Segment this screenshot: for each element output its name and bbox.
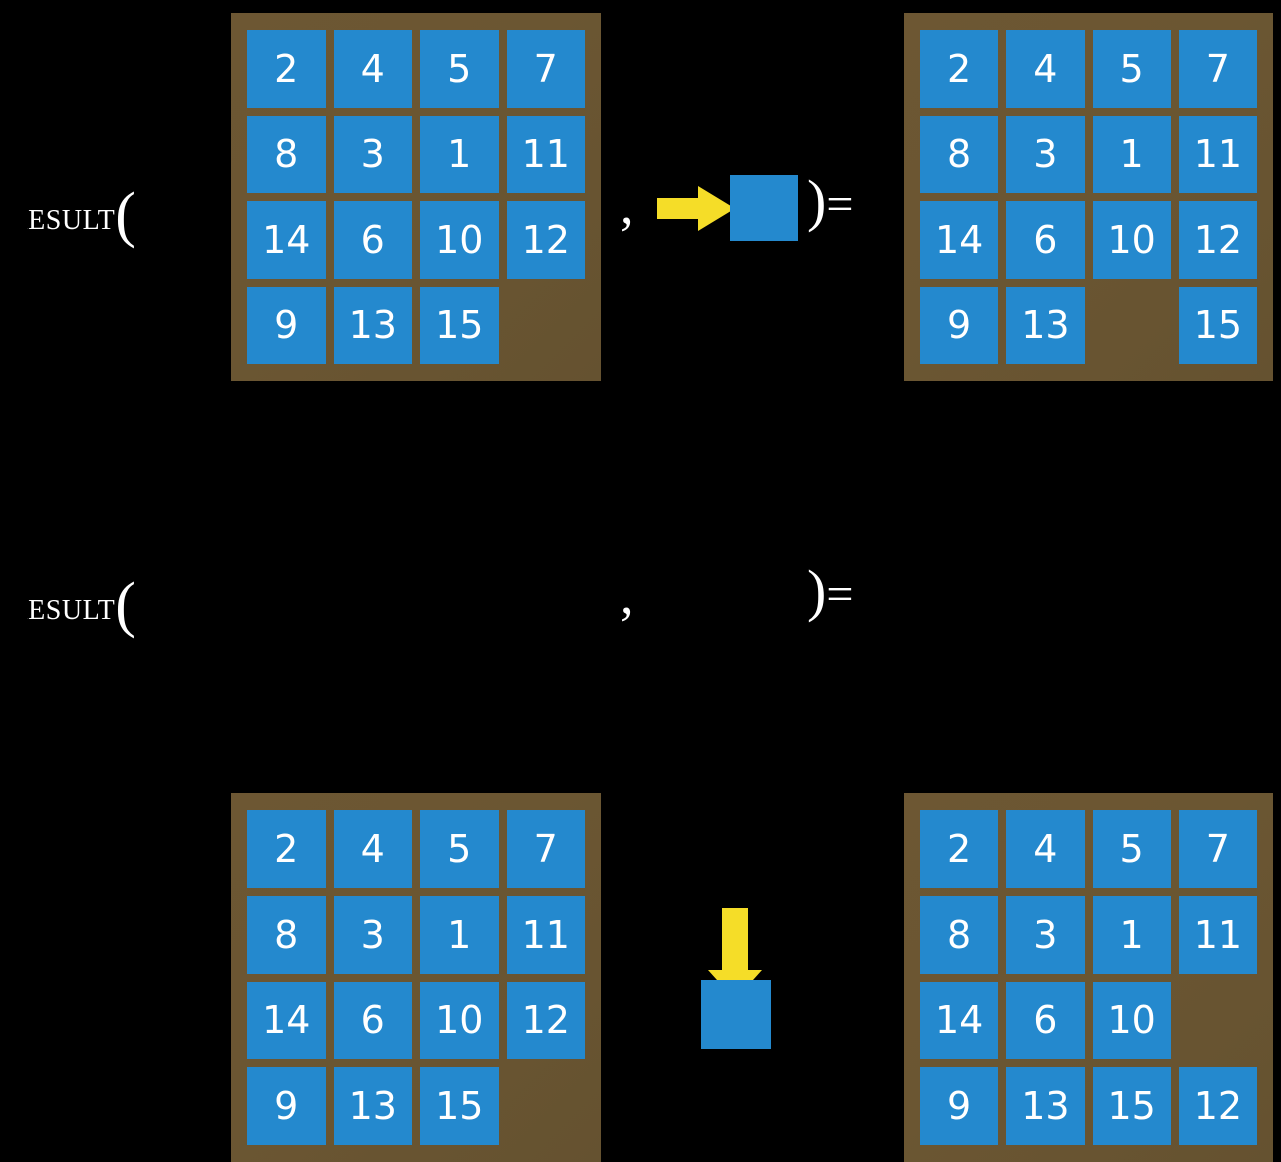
close-paren: ) [807,168,827,233]
tile[interactable]: 3 [333,115,412,193]
tile[interactable]: 8 [247,115,326,193]
tile[interactable]: 11 [1178,115,1257,193]
tile[interactable]: 1 [420,115,499,193]
output-board-top[interactable]: 2 4 5 7 8 3 1 11 14 6 10 12 9 13 15 [904,13,1273,381]
tile[interactable]: 7 [506,30,585,108]
tile[interactable]: 3 [1006,115,1085,193]
tile[interactable]: 3 [333,895,412,974]
tile[interactable]: 7 [1178,810,1257,888]
tile[interactable]: 15 [1178,286,1257,364]
operator-slide-right [650,165,810,255]
tile[interactable]: 9 [247,1067,326,1145]
tile[interactable]: 6 [1006,981,1085,1060]
tile[interactable]: 8 [247,895,326,974]
operator-blank-tile [701,980,771,1049]
operator-slide-down [690,895,800,1060]
empty-slot [1179,982,1257,1060]
tile[interactable]: 2 [247,30,326,108]
close-paren-equals: )= [807,172,853,230]
tile[interactable]: 15 [420,286,499,364]
tile[interactable]: 9 [247,286,326,364]
tile[interactable]: 7 [1178,30,1257,108]
tile[interactable]: 13 [1006,286,1085,364]
tile[interactable]: 15 [1092,1067,1171,1145]
result-label-open-paren: ( [115,571,137,639]
tile[interactable]: 14 [247,201,326,279]
tile[interactable]: 1 [1092,895,1171,974]
tile[interactable]: 12 [506,981,585,1060]
tile[interactable]: 12 [506,201,585,279]
tile[interactable]: 13 [333,1067,412,1145]
tile[interactable]: 11 [506,115,585,193]
close-paren: ) [807,558,827,623]
close-paren-equals: )= [807,562,853,620]
tile[interactable]: 4 [333,810,412,888]
empty-slot [1093,287,1171,365]
tile[interactable]: 11 [506,895,585,974]
tile[interactable]: 14 [247,981,326,1060]
tile[interactable]: 9 [920,286,999,364]
tile[interactable]: 15 [420,1067,499,1145]
result-function-label: RESULT( [27,568,136,636]
tile[interactable]: 12 [1178,201,1257,279]
tile[interactable]: 4 [333,30,412,108]
tile[interactable]: 3 [1006,895,1085,974]
equation-row-slide-down: RESULT( 2 4 5 7 8 3 1 11 14 6 10 12 9 13… [0,390,1281,1162]
tile[interactable]: 9 [920,1067,999,1145]
tile[interactable]: 5 [420,30,499,108]
tile[interactable]: 14 [920,981,999,1060]
tile[interactable]: 4 [1006,810,1085,888]
tile[interactable]: 6 [333,981,412,1060]
tile[interactable]: 5 [420,810,499,888]
tile[interactable]: 7 [506,810,585,888]
tile[interactable]: 12 [1178,1067,1257,1145]
argument-separator-comma: , [620,565,634,625]
tile[interactable]: 6 [333,201,412,279]
result-label-open-paren: ( [115,181,137,249]
tile[interactable]: 10 [420,201,499,279]
tile[interactable]: 5 [1092,30,1171,108]
empty-slot [507,1067,586,1145]
output-board-bottom[interactable]: 2 4 5 7 8 3 1 11 14 6 10 9 13 15 12 [904,793,1273,1162]
tile[interactable]: 10 [420,981,499,1060]
argument-separator-comma: , [620,175,634,235]
tile[interactable]: 1 [1092,115,1171,193]
result-label-rest: ESULT [28,583,116,628]
input-board-top[interactable]: 2 4 5 7 8 3 1 11 14 6 10 12 9 13 15 [231,13,601,381]
tile[interactable]: 4 [1006,30,1085,108]
result-function-label: RESULT( [27,178,136,246]
tile[interactable]: 2 [920,30,999,108]
tile[interactable]: 14 [920,201,999,279]
tile[interactable]: 1 [420,895,499,974]
empty-slot [507,287,586,365]
tile[interactable]: 10 [1092,201,1171,279]
equals-sign: = [826,178,854,231]
arrow-right-icon [657,186,735,231]
tile[interactable]: 10 [1092,981,1171,1060]
tile[interactable]: 2 [920,810,999,888]
equation-row-slide-right: RESULT( 2 4 5 7 8 3 1 11 14 6 10 12 9 13… [0,0,1281,390]
tile[interactable]: 13 [333,286,412,364]
tile[interactable]: 5 [1092,810,1171,888]
operator-blank-tile [730,175,798,241]
tile[interactable]: 11 [1178,895,1257,974]
tile[interactable]: 13 [1006,1067,1085,1145]
equals-sign: = [826,568,854,621]
tile[interactable]: 2 [247,810,326,888]
tile[interactable]: 8 [920,895,999,974]
input-board-bottom[interactable]: 2 4 5 7 8 3 1 11 14 6 10 12 9 13 15 [231,793,601,1162]
tile[interactable]: 8 [920,115,999,193]
result-label-rest: ESULT [28,193,116,238]
tile[interactable]: 6 [1006,201,1085,279]
